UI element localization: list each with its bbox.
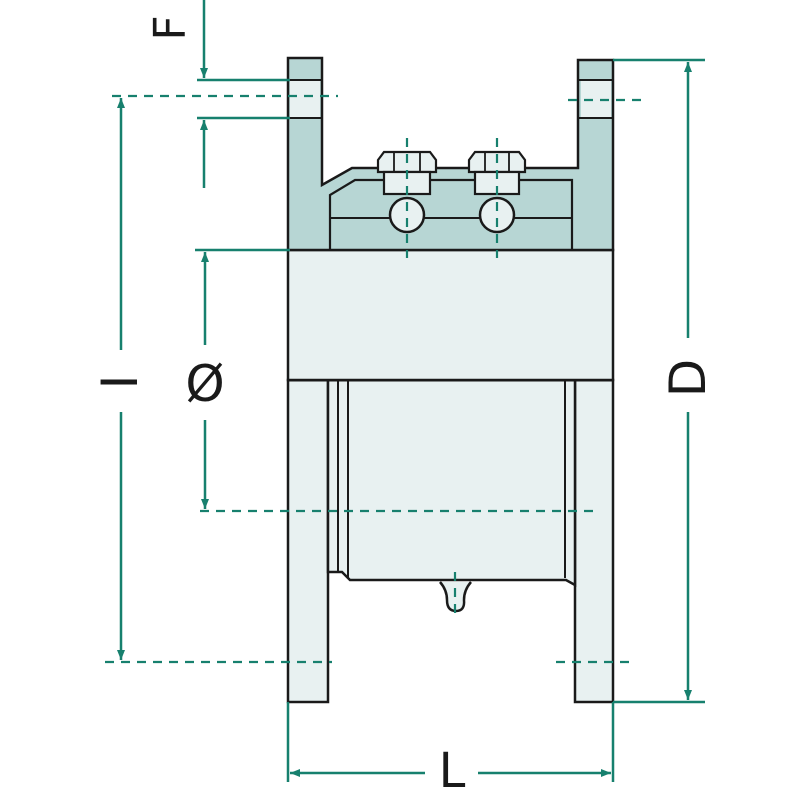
dimension-lines <box>117 0 705 782</box>
label-bore-diameter: Ø <box>185 355 224 413</box>
middle-band <box>286 248 615 382</box>
gasket-pocket <box>328 178 574 250</box>
bolt-nut-left <box>388 196 426 234</box>
upper-section <box>286 56 615 252</box>
label-i: I <box>91 375 149 390</box>
bolt-nut-right <box>478 196 516 234</box>
label-d: D <box>659 359 717 398</box>
label-l: L <box>439 743 466 799</box>
center-lines <box>105 94 642 664</box>
left-bolt-slot <box>290 80 320 118</box>
upper-section-body <box>286 56 615 252</box>
central-barrel <box>326 378 577 588</box>
label-f: F <box>145 15 196 40</box>
left-flange-lower <box>286 378 330 704</box>
right-flange-lower <box>573 378 615 704</box>
body-lower-part <box>286 378 615 704</box>
